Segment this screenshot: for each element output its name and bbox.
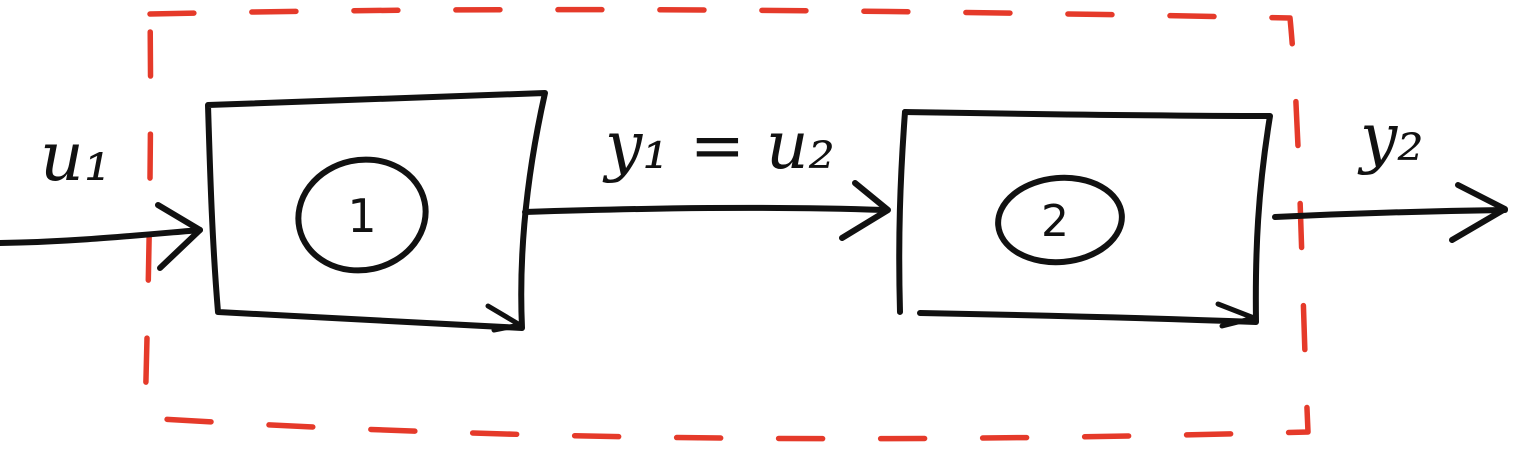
block-2: 2	[896, 109, 1273, 329]
block-1: 1	[205, 90, 548, 333]
middle-arrow	[522, 180, 891, 241]
block-2-number: 2	[1041, 196, 1069, 247]
input-label: u₁	[40, 118, 111, 197]
dashed-boundary	[142, 6, 1311, 442]
block-1-number: 1	[347, 189, 376, 243]
output-label: y₂	[1357, 99, 1424, 176]
block-2-number-circle	[995, 174, 1125, 266]
middle-label: y₁ = u₂	[602, 107, 835, 184]
input-arrow	[0, 202, 203, 271]
block-1-number-circle	[295, 156, 429, 274]
output-arrow	[1272, 182, 1508, 243]
